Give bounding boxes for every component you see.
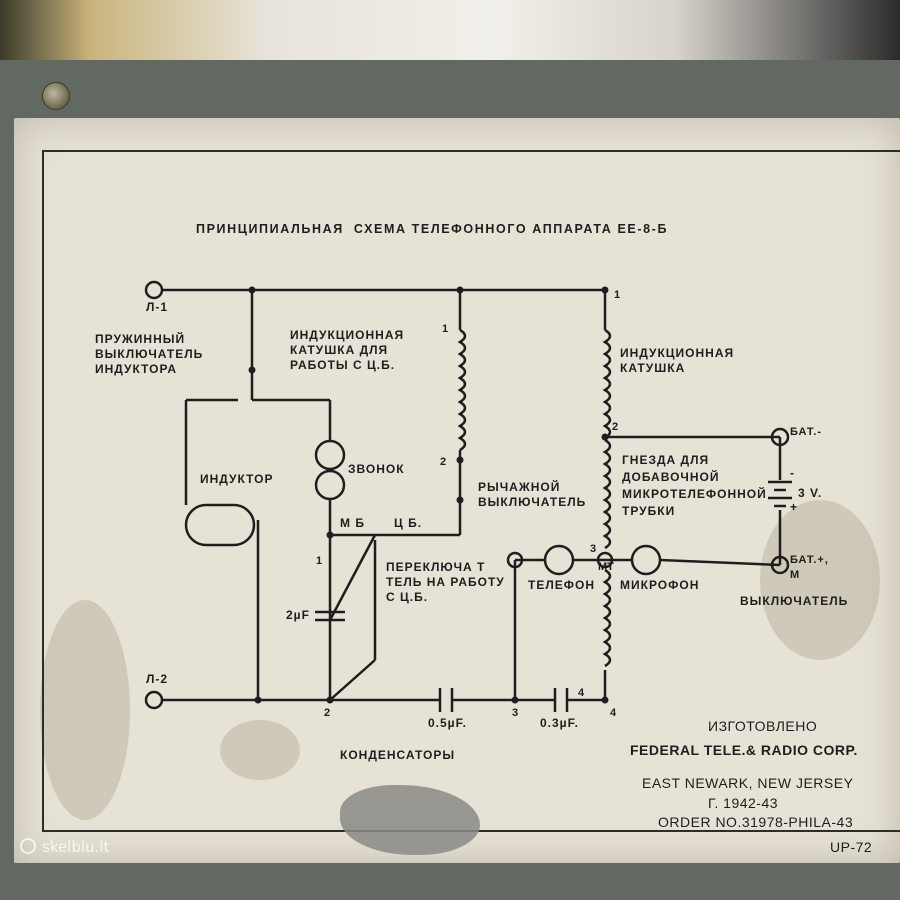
node-number: 2 [324,707,331,719]
terminal-icon [770,427,790,447]
stain [220,720,300,780]
watermark: skelbiu.lt [20,838,109,856]
cap-03uf-label: 0.3µF. [540,716,579,730]
node-number: 1 [614,289,621,301]
jacks-label: ГНЕЗДА ДЛЯ ДОБАВОЧНОЙ МИКРОТЕЛЕФОННОЙ ТР… [622,453,767,518]
junction-dot [254,696,262,704]
terminal-icon [144,280,164,300]
microphone-label: МИКРОФОН [620,578,700,592]
watermark-logo-icon [20,838,36,854]
jack-icon [596,551,614,569]
terminal-icon [144,690,164,710]
junction-dot [326,696,334,704]
node-number: 4 [610,707,617,719]
junction-dot [601,696,609,704]
coil-icon [602,438,612,550]
telephone-label: ТЕЛЕФОН [528,578,595,592]
junction-dot [601,433,609,441]
jack-icon [506,551,524,569]
schematic-plate [14,118,900,863]
inductor-label: ИНДУКТОР [200,472,274,486]
manufacture-year: Г. 1942-43 [708,795,779,811]
battery-plus-sign: + [790,500,799,514]
junction-dot [601,286,609,294]
junction-dot [456,456,464,464]
telephone-icon [543,544,575,576]
switch-label: ВЫКЛЮЧАТЕЛЬ [740,594,849,608]
mb-label: М Б [340,516,365,530]
battery-voltage: 3 V. [798,486,823,500]
coil-icon [457,328,467,452]
induction-coil-cb-label: ИНДУКЦИОННАЯ КАТУШКА ДЛЯ РАБОТЫ С Ц.Б. [290,328,405,372]
coil-icon [602,328,612,440]
junction-dot [248,366,256,374]
background-clutter [0,0,900,70]
node-number: 2 [440,456,447,468]
mt-label: МТ [598,561,614,573]
stain [40,600,130,820]
microphone-icon [630,544,662,576]
node-number: 4 [578,687,585,699]
changeover-label: ПЕРЕКЛЮЧА Т ТЕЛЬ НА РАБОТУ С Ц.Б. [386,560,505,604]
terminal-icon [770,555,790,575]
switch-blade [328,534,377,621]
node-number: 1 [442,323,449,335]
spring-switch-label: ПРУЖИННЫЙ ВЫКЛЮЧАТЕЛЬ ИНДУКТОРА [95,332,204,376]
bell-icon [314,439,346,471]
coil-icon [602,568,612,668]
watermark-text: skelbiu.lt [42,838,110,856]
node-number: 3 [590,543,597,555]
plate-code: UP-72 [830,839,873,855]
order-number: ORDER NO.31978-PHILA-43 [658,814,854,830]
cap-2uf-label: 2µF [286,608,310,622]
node-number: 1 [316,555,323,567]
terminal-bat-plus-label: БАТ.+, М [790,554,829,581]
node-number: 3 [512,707,519,719]
diagram-title: ПРИНЦИПИАЛЬНАЯ СХЕМА ТЕЛЕФОННОГО АППАРАТ… [196,222,669,236]
torn-area [340,785,480,855]
manufacturer-name: FEDERAL TELE.& RADIO CORP. [630,742,858,758]
induction-coil-label: ИНДУКЦИОННАЯ КАТУШКА [620,346,735,375]
capacitors-label: КОНДЕНСАТОРЫ [340,748,456,762]
cap-05uf-label: 0.5µF. [428,716,467,730]
inductor-icon [184,503,256,547]
junction-dot [456,286,464,294]
junction-dot [326,531,334,539]
hook-switch-label: РЫЧАЖНОЙ ВЫКЛЮЧАТЕЛЬ [478,480,587,509]
junction-dot [456,496,464,504]
junction-dot [511,696,519,704]
junction-dot [248,286,256,294]
terminal-l2-label: Л-2 [146,672,169,686]
manufacturer-city: EAST NEWARK, NEW JERSEY [642,775,854,791]
made-by-label: ИЗГОТОВЛЕНО [708,718,818,734]
bell-label: ЗВОНОК [348,462,405,476]
node-number: 2 [612,421,619,433]
wire [659,558,781,567]
wire [329,659,376,701]
terminal-l1-label: Л-1 [146,300,169,314]
screw-icon [42,82,70,110]
bell-icon [314,469,346,501]
cb-label: Ц Б. [394,516,423,530]
terminal-bat-minus-label: БАТ.- [790,426,823,438]
battery-minus-sign: - [790,466,795,480]
